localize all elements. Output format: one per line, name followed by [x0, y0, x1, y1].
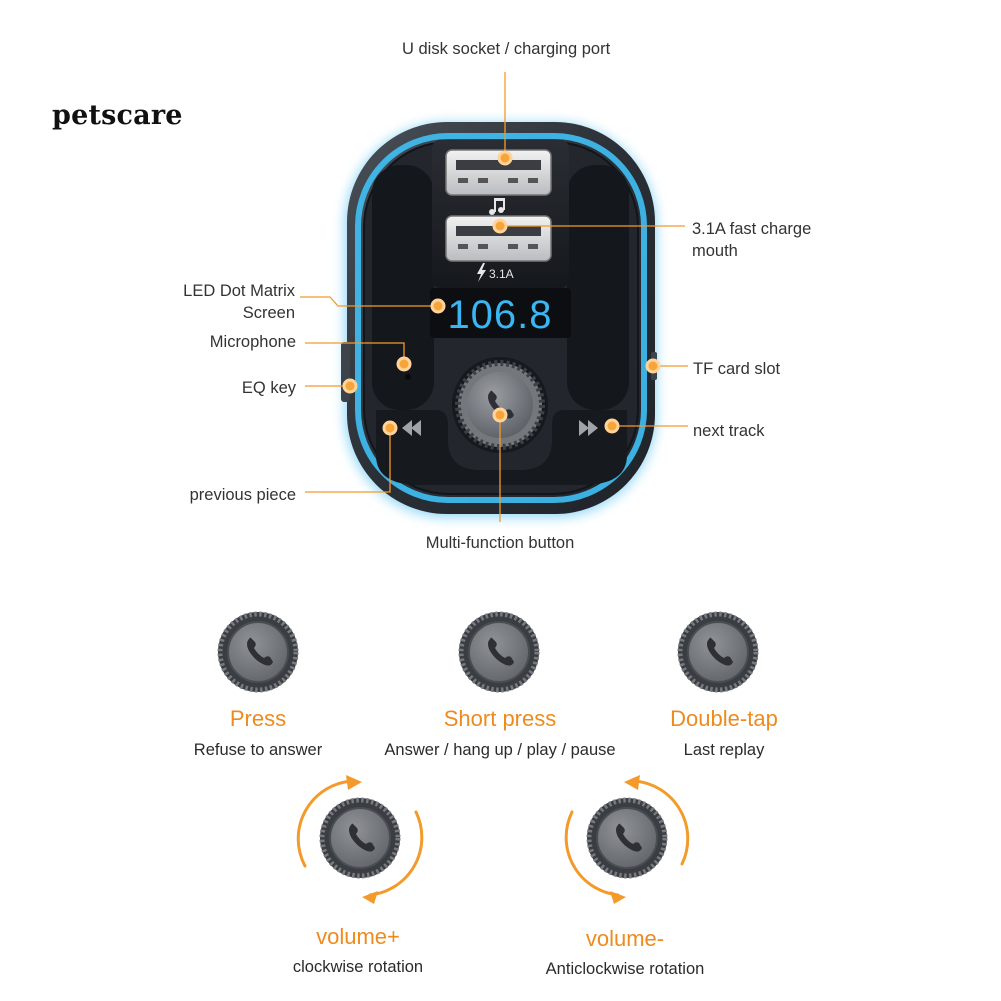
label-fast-charge-line2: mouth	[692, 242, 738, 260]
func-desc-double-tap: Last replay	[683, 741, 765, 759]
microphone-hole	[405, 374, 411, 380]
func-desc-volume-up: clockwise rotation	[292, 958, 424, 976]
rewind-icon[interactable]	[402, 420, 421, 436]
func-title-short-press: Short press	[443, 706, 557, 731]
device-illustration: 3.1A 106.8	[300, 72, 688, 522]
brand-logo: petscare	[52, 100, 183, 131]
knob-short-press	[459, 612, 539, 692]
label-fast-charge: 3.1A fast charge mouth	[692, 218, 811, 262]
label-fast-charge-line1: 3.1A fast charge	[692, 220, 812, 238]
label-next-track: next track	[693, 422, 765, 440]
music-note-icon	[489, 198, 505, 215]
label-tf-slot: TF card slot	[693, 360, 781, 378]
func-desc-short-press: Answer / hang up / play / pause	[384, 741, 616, 759]
knob-double-tap	[678, 612, 758, 692]
fast-forward-icon[interactable]	[579, 420, 598, 436]
knob-volume-down	[587, 798, 667, 878]
callout-lines	[300, 72, 688, 522]
label-led-screen-line1: LED Dot Matrix	[183, 282, 295, 300]
clockwise-arrow-icon	[296, 779, 424, 897]
label-led-screen: LED Dot Matrix Screen	[150, 280, 295, 324]
label-microphone: Microphone	[209, 333, 296, 351]
knob-volume-up	[320, 798, 400, 878]
led-display-value: 106.8	[447, 293, 552, 337]
label-led-screen-line2: Screen	[242, 304, 295, 322]
multi-function-knob[interactable]	[452, 357, 548, 453]
label-multi-function: Multi-function button	[425, 534, 575, 552]
left-grip	[372, 165, 434, 410]
port-amp-label: 3.1A	[489, 267, 514, 281]
anticlockwise-arrow-icon	[564, 779, 690, 897]
usb-port-top	[445, 149, 552, 196]
knob-press	[218, 612, 298, 692]
label-previous-piece: previous piece	[189, 486, 296, 504]
lightning-icon	[477, 263, 486, 282]
phone-icon	[488, 390, 514, 419]
func-desc-press: Refuse to answer	[193, 741, 323, 759]
led-display	[430, 288, 571, 338]
label-usb-socket: U disk socket / charging port	[402, 40, 611, 58]
led-ring	[355, 133, 647, 503]
callout-dots	[342, 150, 661, 436]
func-desc-volume-down: Anticlockwise rotation	[545, 960, 705, 978]
func-title-volume-down: volume-	[585, 926, 665, 951]
func-title-press: Press	[229, 706, 287, 731]
function-knobs	[0, 560, 1001, 904]
label-eq-key: EQ key	[241, 379, 296, 397]
func-title-volume-up: volume+	[316, 924, 400, 949]
func-title-double-tap: Double-tap	[670, 706, 778, 731]
right-grip	[567, 165, 629, 410]
